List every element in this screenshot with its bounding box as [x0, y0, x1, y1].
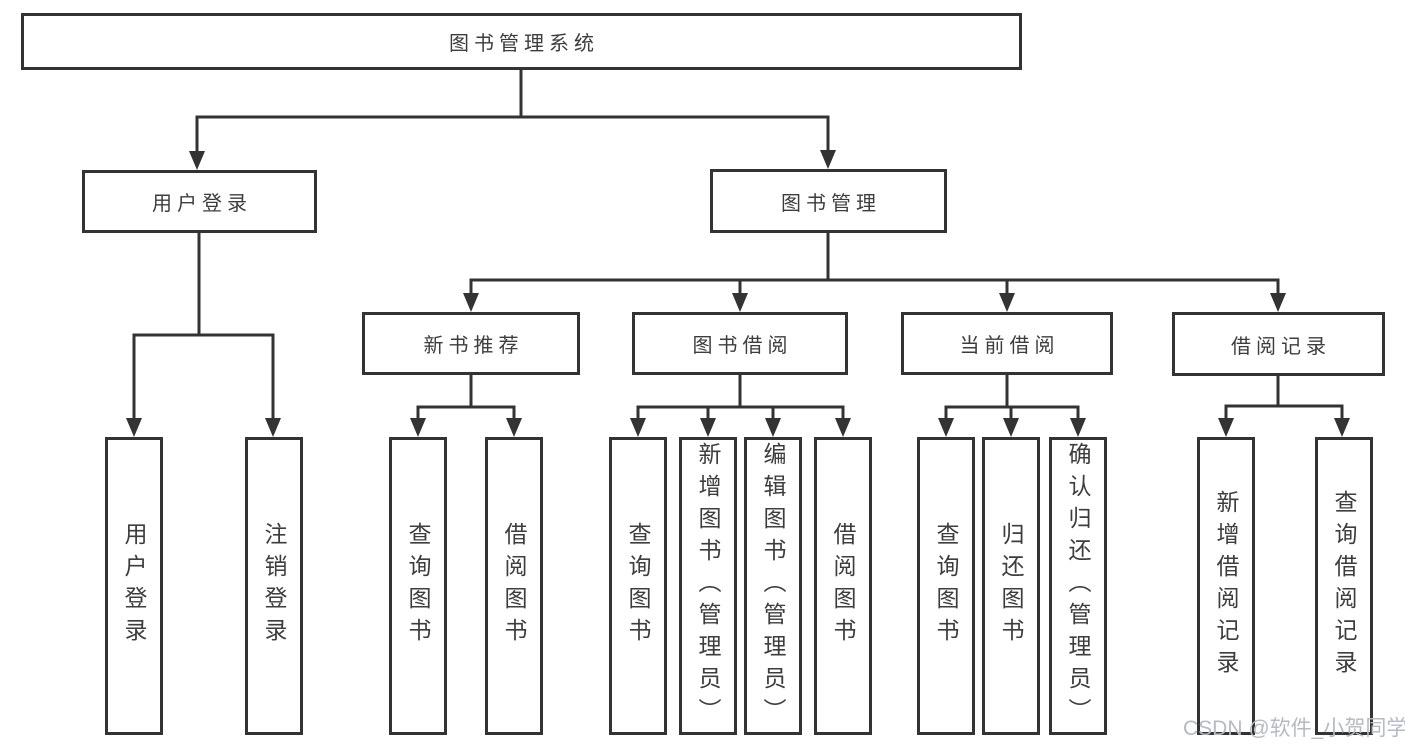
node-label: 图书管理系统	[449, 33, 599, 55]
leaf-label: 新增借阅记录	[1213, 490, 1239, 682]
node-book-management: 图书管理	[710, 169, 947, 233]
node-label: 借阅记录	[1231, 335, 1331, 358]
leaf-current-query-books: 查询图书	[917, 437, 975, 735]
node-root-system: 图书管理系统	[21, 13, 1022, 70]
node-label: 图书借阅	[692, 335, 793, 357]
leaf-label: 确认归还（管理员）	[1065, 442, 1091, 730]
leaf-label: 查询图书	[933, 522, 959, 650]
leaf-label: 查询图书	[405, 522, 431, 650]
node-borrow-records: 借阅记录	[1172, 312, 1385, 376]
node-label: 当前借阅	[959, 335, 1060, 357]
leaf-borrow-borrow-books: 借阅图书	[814, 437, 872, 735]
leaf-records-add-record: 新增借阅记录	[1197, 437, 1255, 735]
leaf-borrow-add-books-admin: 新增图书（管理员）	[679, 437, 737, 735]
leaf-records-query-record: 查询借阅记录	[1315, 437, 1373, 735]
node-label: 用户登录	[152, 193, 252, 215]
leaf-label: 查询借阅记录	[1331, 490, 1357, 682]
leaf-label: 注销登录	[261, 522, 287, 650]
leaf-label: 编辑图书（管理员）	[760, 442, 786, 730]
leaf-label: 用户登录	[121, 522, 147, 650]
node-current-borrow: 当前借阅	[901, 312, 1113, 375]
leaf-label: 归还图书	[998, 522, 1024, 650]
leaf-user-login: 用户登录	[105, 437, 163, 735]
leaf-borrow-query-books: 查询图书	[609, 437, 667, 735]
node-user-login: 用户登录	[82, 170, 317, 233]
csdn-watermark: CSDN @软件_小贺同学	[1183, 717, 1405, 740]
leaf-borrow-edit-books-admin: 编辑图书（管理员）	[744, 437, 802, 735]
leaf-newbook-borrow-books: 借阅图书	[485, 437, 543, 735]
leaf-current-return-books: 归还图书	[982, 437, 1040, 735]
leaf-current-confirm-return-admin: 确认归还（管理员）	[1049, 437, 1107, 735]
node-new-book-recommend: 新书推荐	[362, 312, 580, 375]
leaf-newbook-query-books: 查询图书	[389, 437, 447, 735]
leaf-label: 查询图书	[625, 522, 651, 650]
leaf-label: 新增图书（管理员）	[695, 442, 721, 730]
node-label: 图书管理	[781, 192, 881, 215]
leaf-label: 借阅图书	[830, 522, 856, 650]
node-label: 新书推荐	[423, 335, 524, 357]
leaf-label: 借阅图书	[501, 522, 527, 650]
leaf-logout: 注销登录	[245, 437, 303, 735]
node-book-borrow: 图书借阅	[632, 312, 848, 375]
